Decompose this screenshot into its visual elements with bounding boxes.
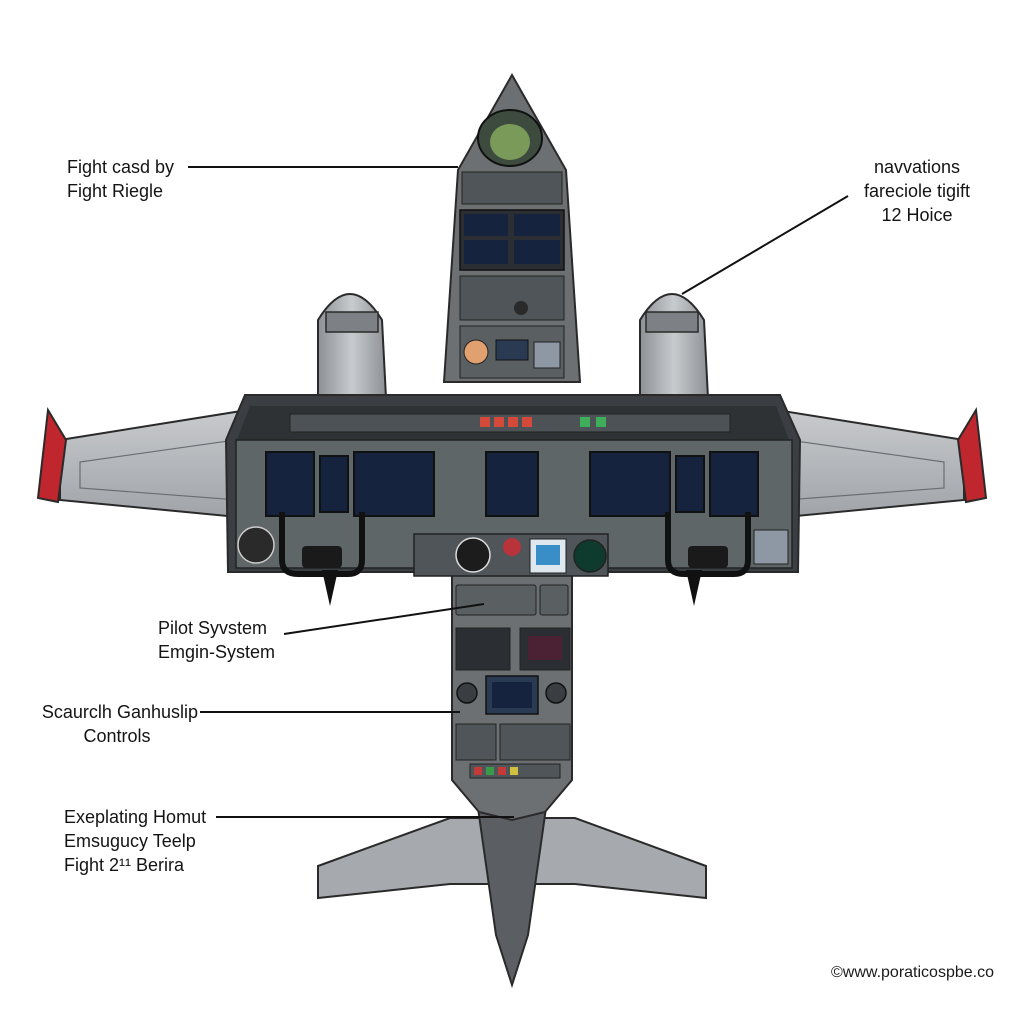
control-yoke-icon bbox=[279, 512, 365, 606]
right-wingtip bbox=[956, 406, 988, 504]
right-engine-nacelle bbox=[639, 293, 710, 399]
label-controls: Scaurclh Ganhuslip Controls bbox=[41, 702, 198, 746]
left-standby-gauge bbox=[237, 526, 275, 564]
attitude-indicator-icon bbox=[455, 537, 491, 573]
center-instrument-cluster bbox=[413, 533, 609, 577]
label-flight-deck: Fight casd by Fight Riegle bbox=[67, 157, 175, 201]
left-wingtip bbox=[36, 406, 68, 504]
label-emergency: Exeplating Homut Emsugucy Teelp Fight 2¹… bbox=[64, 807, 207, 875]
right-side-panel bbox=[753, 529, 789, 565]
left-engine-nacelle bbox=[317, 293, 388, 399]
label-pilot-system: Pilot Syvstem Emgin-System bbox=[158, 618, 276, 662]
vertical-fin bbox=[476, 807, 548, 989]
label-navigation: navvations fareciole tigift 12 Hoice bbox=[863, 157, 971, 225]
control-yoke-icon bbox=[665, 512, 751, 606]
display-screens bbox=[265, 451, 759, 517]
center-pedestal-panels bbox=[455, 584, 571, 779]
website-credit: ©www.poraticospbe.co bbox=[831, 964, 994, 981]
nose-instrument-panels bbox=[459, 171, 565, 379]
leader-lines bbox=[188, 166, 849, 818]
overhead-switch-row bbox=[289, 413, 731, 433]
